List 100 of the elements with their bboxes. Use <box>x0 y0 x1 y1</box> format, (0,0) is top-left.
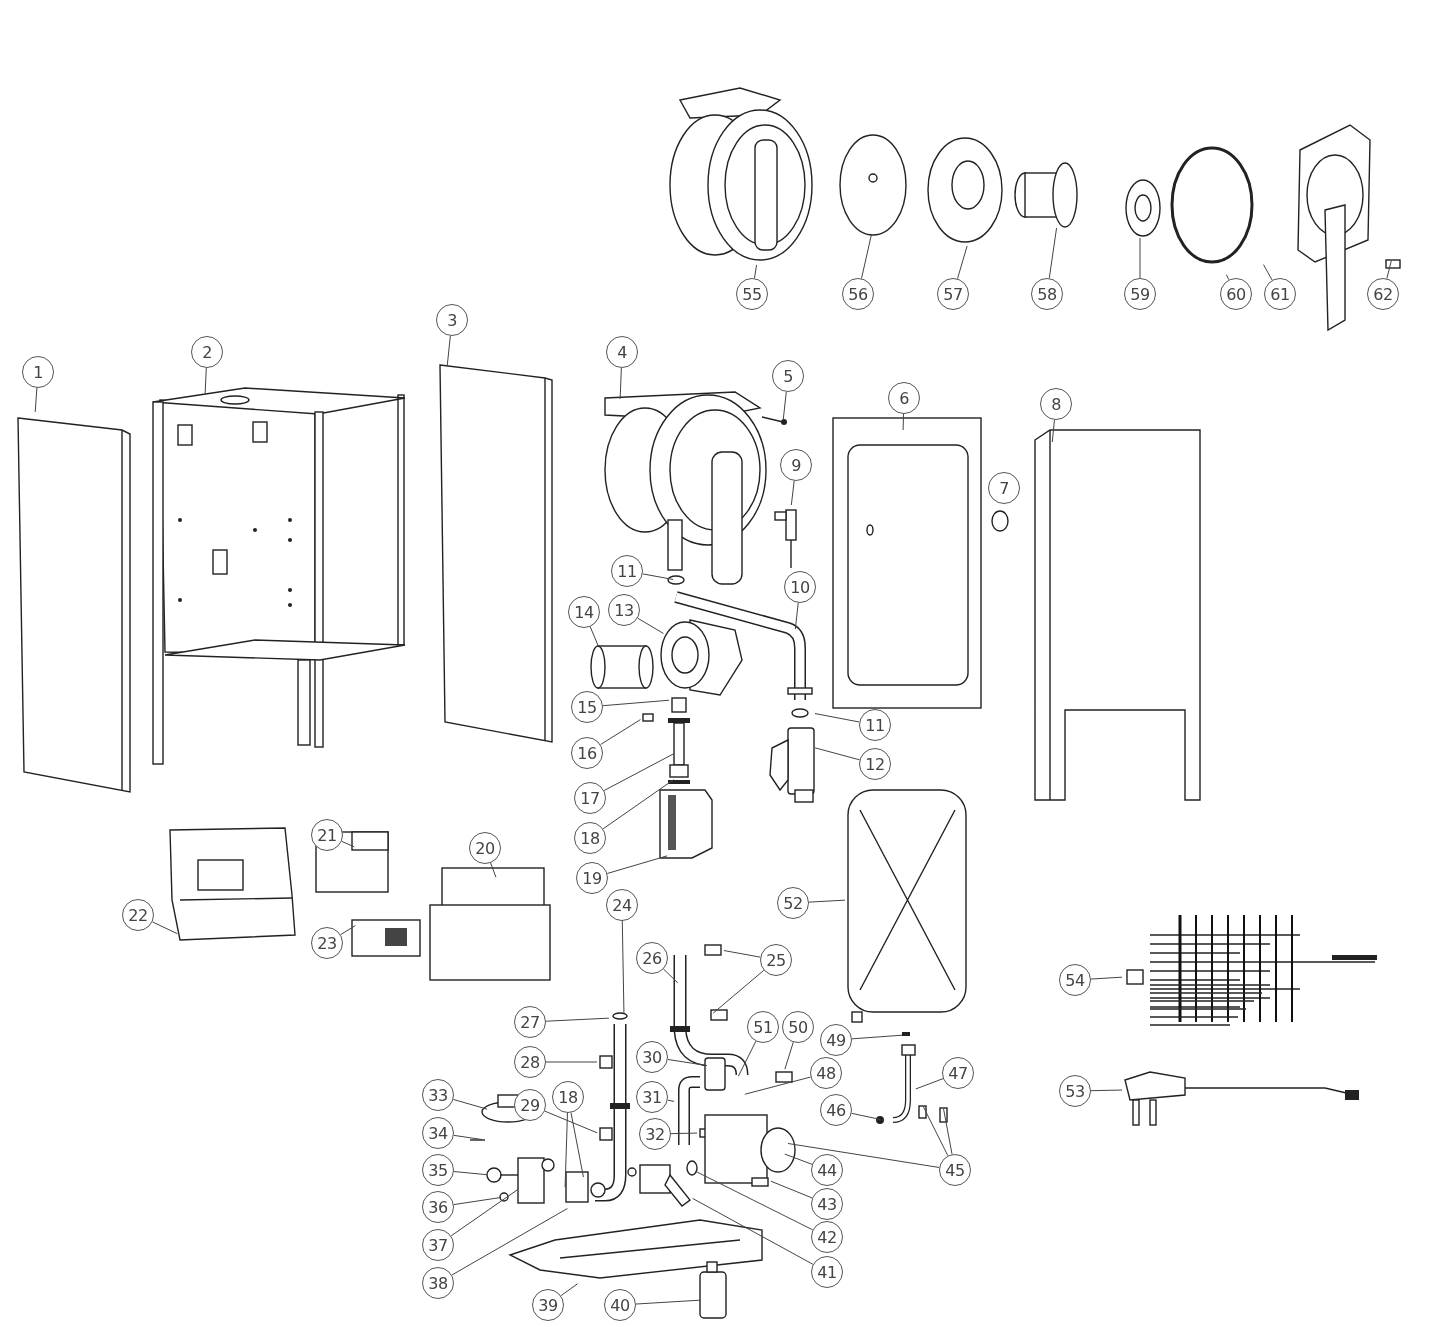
callout-number: 16 <box>571 737 603 769</box>
leader-line <box>782 391 787 420</box>
leader-line <box>943 1108 953 1155</box>
leader-line <box>1225 274 1230 281</box>
leader-line <box>808 899 846 903</box>
leader-line <box>340 925 356 936</box>
leader-line <box>446 335 451 366</box>
leader-line <box>602 699 670 707</box>
leader-line <box>723 950 761 958</box>
callout-number: 11 <box>611 555 643 587</box>
leader-line <box>712 969 765 1014</box>
leader-line <box>600 719 641 745</box>
callout-number: 19 <box>576 862 608 894</box>
callout-number: 60 <box>1220 278 1252 310</box>
callout-number: 24 <box>606 889 638 921</box>
leader-line <box>794 602 799 630</box>
leader-line <box>603 752 675 791</box>
callout-number: 48 <box>810 1057 842 1089</box>
callout-number: 54 <box>1059 964 1091 996</box>
leader-line <box>635 1299 701 1305</box>
callout-number: 8 <box>1040 388 1072 420</box>
leader-line <box>784 1153 813 1165</box>
leader-line <box>667 1099 675 1102</box>
callout-number: 9 <box>780 449 812 481</box>
leader-line <box>606 855 668 874</box>
callout-number: 11 <box>859 709 891 741</box>
leader-line <box>621 920 625 1014</box>
callout-number: 14 <box>568 596 600 628</box>
callout-number: 30 <box>636 1041 668 1073</box>
leader-line <box>744 1076 811 1095</box>
leader-line <box>545 1017 610 1022</box>
callout-number: 36 <box>422 1191 454 1223</box>
leader-line <box>341 840 355 848</box>
leader-line <box>453 1196 502 1206</box>
leader-line <box>602 779 675 830</box>
leader-line <box>545 1061 598 1063</box>
leader-line <box>902 413 905 431</box>
leader-line <box>814 747 861 761</box>
callout-number: 6 <box>888 382 920 414</box>
callout-number: 50 <box>782 1011 814 1043</box>
leader-line <box>915 1078 944 1090</box>
callout-number: 32 <box>639 1118 671 1150</box>
callout-number: 40 <box>604 1289 636 1321</box>
callout-number: 38 <box>422 1267 454 1299</box>
callout-number: 52 <box>777 887 809 919</box>
leader-line <box>787 1142 940 1168</box>
callout-number: 59 <box>1124 278 1156 310</box>
callout-number: 47 <box>942 1057 974 1089</box>
callout-number: 44 <box>811 1154 843 1186</box>
callout-number: 18 <box>574 822 606 854</box>
leader-line <box>1262 264 1273 281</box>
callout-number: 2 <box>191 336 223 368</box>
leader-line <box>1090 1089 1123 1092</box>
callout-number: 18 <box>552 1081 584 1113</box>
leader-line <box>814 713 860 723</box>
callout-number: 49 <box>820 1024 852 1056</box>
leader-line <box>670 1132 698 1135</box>
leader-line <box>34 387 38 413</box>
leader-line <box>560 1283 579 1297</box>
leader-line <box>753 264 758 279</box>
leader-line <box>151 921 178 935</box>
leader-line <box>204 367 207 395</box>
callout-number: 33 <box>422 1079 454 1111</box>
leader-line <box>861 234 872 279</box>
leader-line <box>1048 227 1058 279</box>
leader-line <box>663 968 679 984</box>
callout-number: 56 <box>842 278 874 310</box>
leader-line <box>957 245 968 280</box>
callout-number: 20 <box>469 832 501 864</box>
callout-number: 15 <box>571 691 603 723</box>
leader-line <box>619 367 622 400</box>
callout-number: 13 <box>608 594 640 626</box>
callout-number: 34 <box>422 1117 454 1149</box>
leader-line <box>692 1197 814 1265</box>
leader-line <box>695 1170 814 1231</box>
callout-number: 7 <box>988 472 1020 504</box>
leader-line <box>770 1180 813 1199</box>
leader-line <box>450 1189 519 1237</box>
callout-number: 5 <box>772 360 804 392</box>
leader-line <box>667 1058 708 1067</box>
callout-number: 53 <box>1059 1075 1091 1107</box>
callout-number: 1 <box>22 356 54 388</box>
callout-number: 42 <box>811 1221 843 1253</box>
leader-line <box>570 1112 584 1178</box>
leader-line <box>790 480 795 506</box>
leader-line <box>451 1208 568 1276</box>
callout-number: 39 <box>532 1289 564 1321</box>
leader-line <box>922 1106 949 1157</box>
leader-line <box>637 617 664 634</box>
leader-line <box>851 1112 881 1120</box>
callout-number: 22 <box>122 899 154 931</box>
leader-line <box>642 573 674 580</box>
callout-number: 41 <box>811 1256 843 1288</box>
callout-number: 28 <box>514 1046 546 1078</box>
callout-number: 46 <box>820 1094 852 1126</box>
callout-number: 23 <box>311 927 343 959</box>
leader-line <box>544 1110 598 1134</box>
callout-number: 10 <box>784 571 816 603</box>
callout-number: 35 <box>422 1154 454 1186</box>
callout-number: 45 <box>939 1154 971 1186</box>
